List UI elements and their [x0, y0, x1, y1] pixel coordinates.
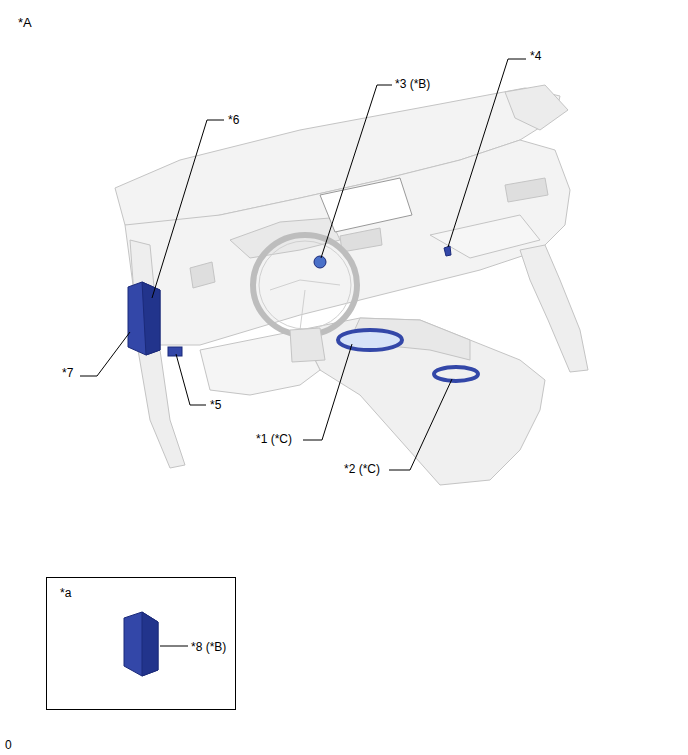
callout-number: *5 [210, 398, 221, 412]
inset-box: *a *8 (*B) [46, 577, 236, 710]
callout-number: *7 [62, 366, 73, 380]
figure-number: 0 [5, 738, 12, 752]
callout-number: *2 (*C) [344, 462, 380, 476]
inset-label: *a [60, 586, 71, 600]
callout-number: *4 [530, 49, 541, 63]
callout-number: *8 (*B) [191, 640, 226, 654]
callout-number: *6 [228, 113, 239, 127]
view-label: *A [18, 16, 32, 30]
callout-number: *1 (*C) [256, 432, 292, 446]
callout-number: *3 (*B) [395, 77, 430, 91]
